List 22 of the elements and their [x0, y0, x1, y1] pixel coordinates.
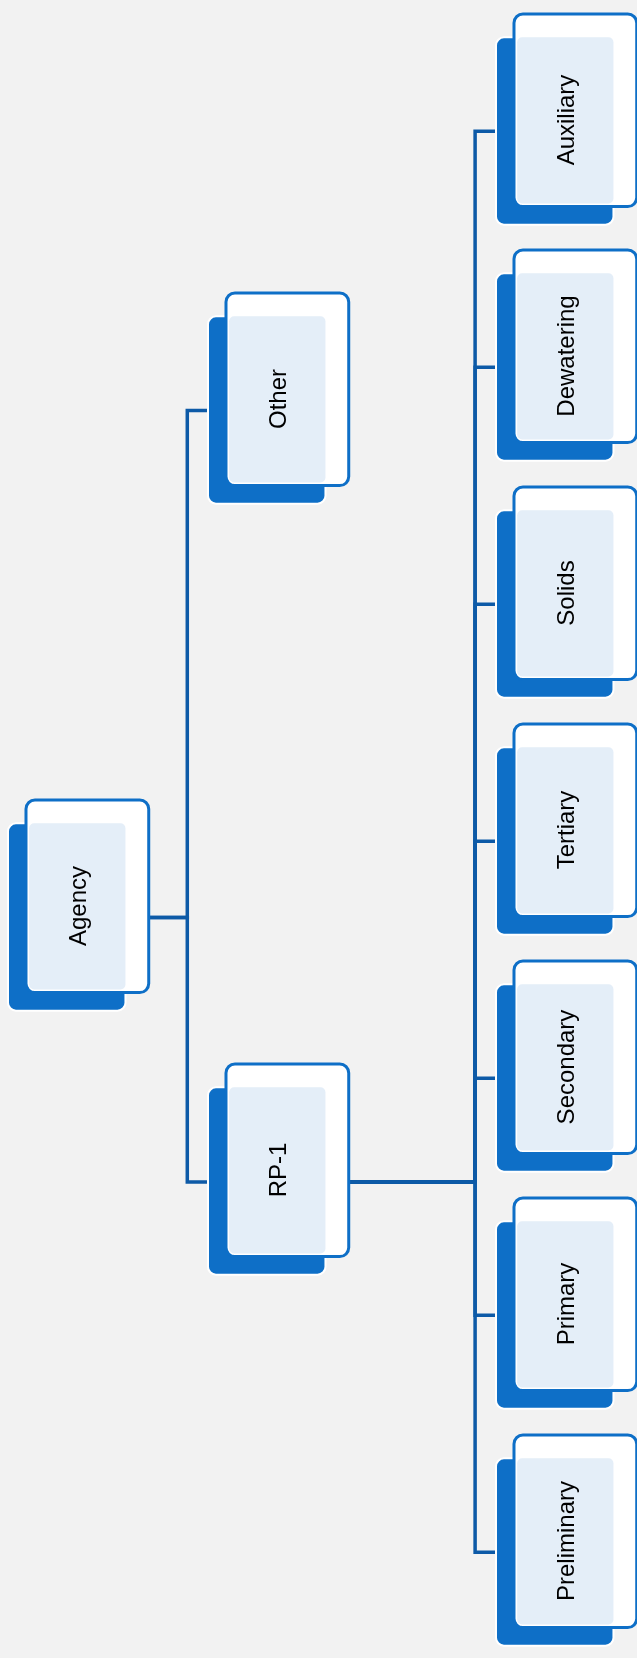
box-label: Auxiliary	[551, 74, 580, 165]
org-chart-box	[208, 292, 350, 504]
org-chart-box	[208, 1063, 350, 1276]
org-chart-box	[496, 248, 637, 461]
org-chart-box	[496, 12, 637, 225]
org-chart-box	[496, 485, 637, 698]
box-label: Solids	[551, 559, 580, 626]
connector-line	[349, 1180, 497, 1555]
connector-line	[149, 915, 209, 1184]
box-label: Dewatering	[551, 294, 580, 417]
org-chart-box	[8, 798, 150, 1011]
box-label: Secondary	[551, 1009, 580, 1124]
box-label: Preliminary	[551, 1480, 580, 1601]
org-chart-box	[496, 1196, 637, 1409]
org-chart-box	[496, 722, 637, 935]
org-chart-box	[496, 1433, 637, 1646]
org-chart-box	[496, 959, 637, 1172]
box-label: Primary	[551, 1262, 580, 1345]
box-label: Tertiary	[551, 790, 580, 869]
box-label: Agency	[63, 865, 92, 946]
box-label: RP-1	[263, 1142, 292, 1198]
box-label: Other	[263, 368, 292, 429]
